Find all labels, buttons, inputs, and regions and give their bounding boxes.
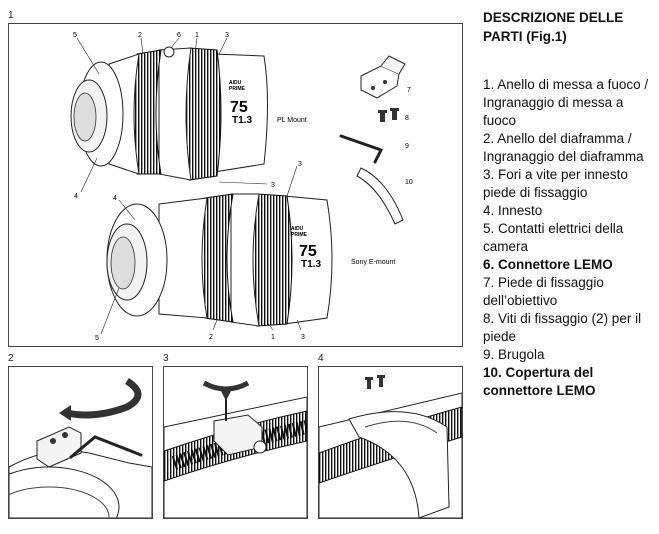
callout-6-top: 6 — [177, 32, 181, 39]
callout-4-top: 4 — [74, 193, 78, 200]
allen-key: 9 — [339, 134, 409, 164]
brand-text-top-2: PRIME — [229, 86, 246, 92]
parts-description: DESCRIZIONE DELLE PARTI (Fig.1) 1. Anell… — [483, 8, 655, 400]
aperture-text-top: T1.3 — [232, 115, 252, 126]
list-item: 7. Piede di fissaggio dell’obiettivo — [483, 275, 604, 308]
fixing-screws: 8 — [378, 108, 409, 122]
lemo-connector-cover: 10 — [356, 167, 413, 225]
callout-3-top-a: 3 — [225, 32, 229, 39]
brand-text-bottom-2: PRIME — [291, 232, 308, 238]
step-panel-4 — [318, 366, 463, 519]
callout-7: 7 — [407, 87, 411, 94]
list-item: 9. Brugola — [483, 347, 545, 362]
callout-3-bottom-b: 3 — [301, 334, 305, 341]
aperture-text-bottom: T1.3 — [301, 259, 321, 270]
callout-3-bottom-a: 3 — [298, 161, 302, 168]
brand-text-bottom: AIDU — [291, 226, 304, 232]
list-item: 2. Anello del diaframma / Ingranaggio de… — [483, 131, 644, 164]
focal-text-top: 75 — [230, 99, 248, 116]
callout-3-top-b: 3 — [271, 182, 275, 189]
figure-label-4: 4 — [318, 353, 324, 364]
callout-8: 8 — [405, 115, 409, 122]
list-item: 4. Innesto — [483, 203, 543, 218]
callout-1-bottom: 1 — [271, 334, 275, 341]
figure-label-3: 3 — [163, 353, 169, 364]
mount-label-bottom: Sony E-mount — [351, 259, 395, 266]
step-panel-2 — [8, 366, 153, 519]
figure-label-main: 1 — [8, 10, 14, 21]
list-item: 3. Fori a vite per innesto piede di fiss… — [483, 167, 628, 200]
list-item: 5. Contatti elettrici della camera — [483, 221, 624, 254]
description-title: DESCRIZIONE DELLE PARTI (Fig.1) — [483, 10, 624, 44]
callout-1-top: 1 — [195, 32, 199, 39]
mount-label-top: PL Mount — [277, 117, 307, 124]
callout-10: 10 — [405, 179, 413, 186]
main-figure-panel: AIDU PRIME 75 T1.3 PL Mount 5 2 6 1 3 4 … — [8, 23, 463, 347]
lens-pl-mount: AIDU PRIME 75 T1.3 PL Mount 5 2 6 1 3 4 … — [70, 32, 307, 200]
lens-diagram: AIDU PRIME 75 T1.3 PL Mount 5 2 6 1 3 4 … — [70, 32, 413, 342]
list-item: 1. Anello di messa a fuoco / Ingranaggio… — [483, 77, 649, 128]
lens-e-mount: AIDU PRIME 75 T1.3 Sony E-mount 3 4 5 2 … — [95, 161, 395, 342]
callout-2-top: 2 — [138, 32, 142, 39]
callout-9: 9 — [405, 143, 409, 150]
callout-5-top: 5 — [73, 32, 77, 39]
callout-2-bottom: 2 — [209, 334, 213, 341]
brand-text-top: AIDU — [229, 80, 242, 86]
list-item: 6. Connettore LEMO — [483, 257, 613, 272]
focal-text-bottom: 75 — [299, 243, 317, 260]
callout-4-bottom: 4 — [113, 195, 117, 202]
list-item: 10. Copertura del connettore LEMO — [483, 365, 596, 398]
lens-support-foot: 7 — [360, 55, 411, 99]
figure-label-2: 2 — [8, 353, 14, 364]
parts-list: 1. Anello di messa a fuoco / Ingranaggio… — [483, 76, 655, 400]
step-panel-3 — [163, 366, 308, 519]
list-item: 8. Viti di fissaggio (2) per il piede — [483, 311, 642, 344]
callout-5-bottom: 5 — [95, 335, 99, 342]
